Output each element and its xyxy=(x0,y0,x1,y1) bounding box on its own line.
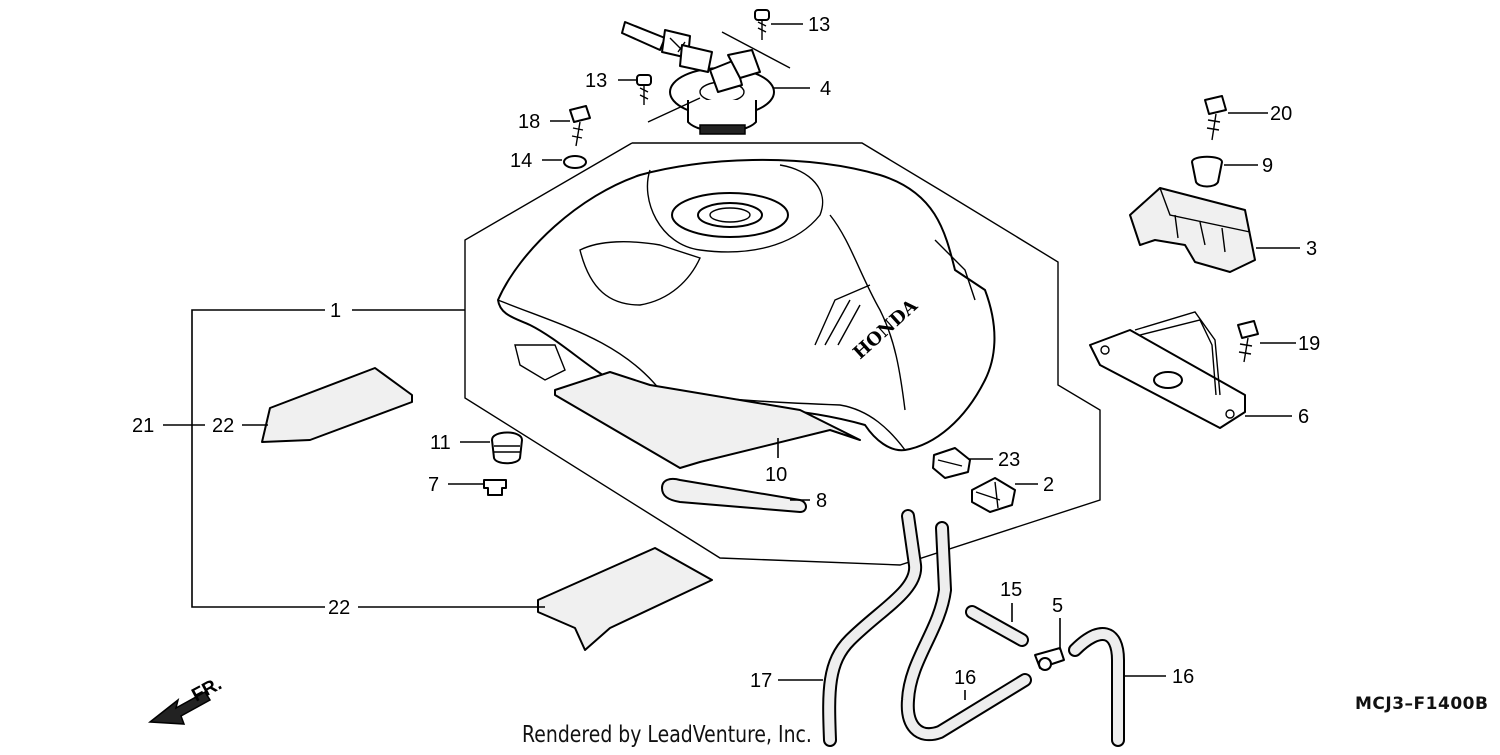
washer-14 xyxy=(563,155,587,169)
filler-cap-link xyxy=(721,31,791,69)
callout-20: 20 xyxy=(1270,103,1292,125)
callout-23: 23 xyxy=(998,449,1020,471)
rubber-strip-8 xyxy=(661,477,807,513)
cap-bolt-top xyxy=(754,9,770,40)
tank-bracket-6 xyxy=(1089,311,1246,429)
flange-bolt-18 xyxy=(569,105,591,147)
callout-16-left: 16 xyxy=(954,667,976,689)
bolt-20 xyxy=(1204,95,1227,141)
collar-9 xyxy=(1191,155,1223,188)
pad-22-upper xyxy=(261,367,413,443)
callout-13-top: 13 xyxy=(808,14,830,36)
callout-16-right: 16 xyxy=(1172,666,1194,688)
drain-hose-16-right xyxy=(1068,627,1125,747)
front-direction-arrow-icon: FR. xyxy=(147,674,225,725)
callout-7: 7 xyxy=(428,474,439,496)
callout-3: 3 xyxy=(1306,238,1317,260)
callout-17: 17 xyxy=(750,670,772,692)
callout-6: 6 xyxy=(1298,406,1309,428)
filler-cap-link-2 xyxy=(647,97,701,123)
callout-13-left: 13 xyxy=(585,70,607,92)
callout-4: 4 xyxy=(820,78,831,100)
joint-5 xyxy=(1034,647,1065,671)
drain-hose-16-left xyxy=(900,521,1032,742)
cushion-23 xyxy=(932,447,971,479)
grommet-11 xyxy=(491,431,523,465)
seal-rubber-10 xyxy=(554,371,861,469)
callout-11: 11 xyxy=(430,432,451,454)
tube-15 xyxy=(965,605,1029,647)
callout-22-upper: 22 xyxy=(212,415,234,437)
callout-19: 19 xyxy=(1298,333,1320,355)
callout-2: 2 xyxy=(1043,474,1054,496)
callout-1: 1 xyxy=(330,300,341,322)
render-credit: Rendered by LeadVenture, Inc. xyxy=(522,722,812,748)
rubber-bracket-3 xyxy=(1129,187,1256,273)
group-bracket-21 xyxy=(191,309,325,608)
callout-9: 9 xyxy=(1262,155,1273,177)
bolt-19 xyxy=(1237,320,1259,363)
assembly-boundary xyxy=(464,142,1101,566)
callout-14: 14 xyxy=(510,150,532,172)
callout-8: 8 xyxy=(816,490,827,512)
callout-18: 18 xyxy=(518,111,540,133)
fuel-filler-cap xyxy=(669,49,775,135)
breather-hose-17 xyxy=(822,509,923,747)
callout-22-lower: 22 xyxy=(328,597,350,619)
diagram-code: MCJ3–F1400B xyxy=(1355,694,1489,714)
pad-22-lower xyxy=(537,547,713,651)
callout-15: 15 xyxy=(1000,579,1022,601)
collar-7 xyxy=(483,479,507,496)
callout-10: 10 xyxy=(765,464,787,486)
callout-5: 5 xyxy=(1052,595,1063,617)
cap-bolt-left xyxy=(636,74,652,105)
ignition-key xyxy=(621,21,713,73)
callout-21: 21 xyxy=(132,415,154,437)
cushion-2 xyxy=(971,477,1016,513)
